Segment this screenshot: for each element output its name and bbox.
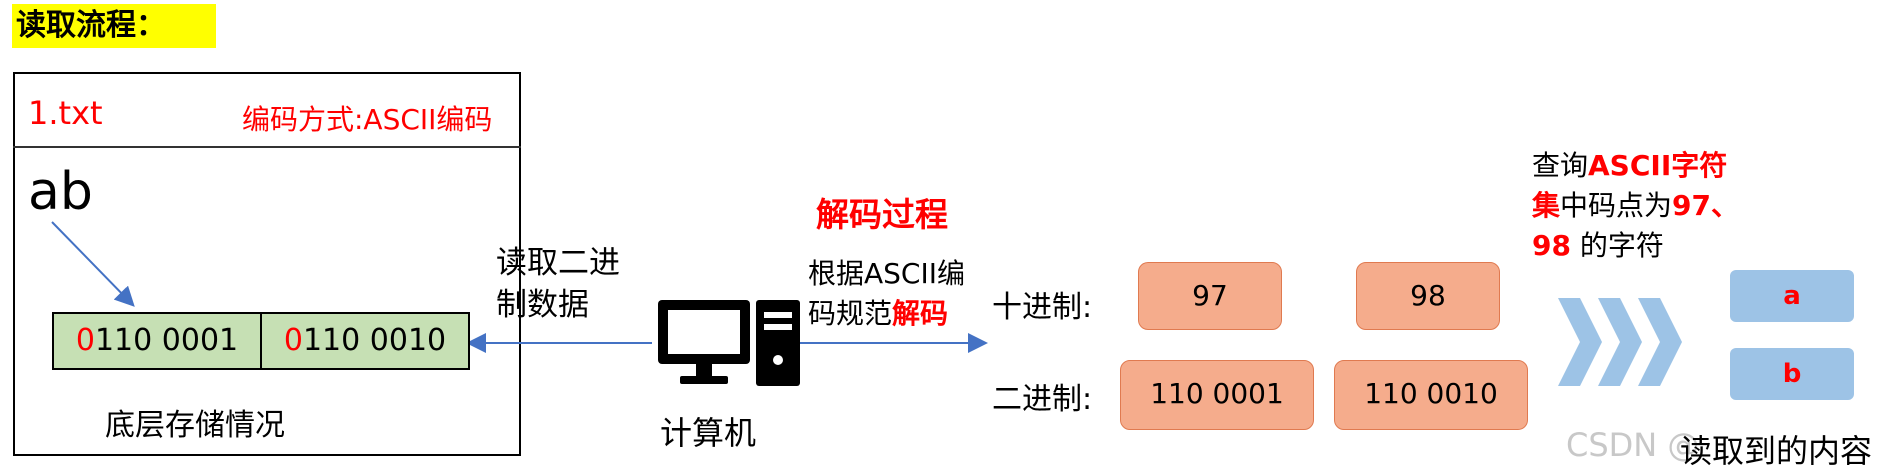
lookup-charset-suffix: 集 [1532, 189, 1561, 222]
lead-bit: 0 [283, 323, 303, 358]
lookup-code-1: 97、 [1672, 189, 1739, 222]
storage-caption: 底层存储情况 [105, 408, 285, 443]
file-panel [13, 72, 521, 456]
computer-label: 计算机 [660, 414, 757, 452]
file-content: ab [28, 162, 93, 222]
result-caption: 读取到的内容 [1680, 432, 1873, 470]
file-panel-divider [13, 146, 521, 148]
lead-bit: 0 [75, 323, 95, 358]
result-box: a [1730, 270, 1854, 322]
lookup-part: 中码点为 [1560, 189, 1673, 222]
computer-icon [658, 300, 800, 386]
page-title: 读取流程： [12, 4, 216, 48]
decode-rule: 根据ASCII编 码规范解码 [808, 254, 1008, 334]
pointer-arrow [51, 221, 135, 307]
storage-cell-2: 0110 0010 [260, 312, 470, 370]
decode-rule-plain: 码规范 [808, 297, 893, 330]
lookup-code-2: 98 [1532, 229, 1571, 262]
watermark: CSDN @ [1566, 426, 1700, 464]
binary-label: 二进制: [992, 382, 1093, 417]
decode-rule-line2: 码规范解码 [808, 294, 1008, 334]
result-box: b [1730, 348, 1854, 400]
encoding-label: 编码方式:ASCII编码 [242, 103, 493, 136]
binary-box: 110 0010 [1334, 360, 1528, 430]
read-binary-line2: 制数据 [496, 287, 589, 323]
decode-rule-emphasis: 解码 [892, 297, 949, 330]
storage-cell-1: 0110 0001 [52, 312, 262, 370]
lookup-part: 查询 [1532, 149, 1589, 182]
chevrons-icon [1558, 298, 1682, 386]
bits: 110 0010 [302, 323, 447, 358]
decode-rule-line1: 根据ASCII编 [808, 257, 965, 290]
binary-box: 110 0001 [1120, 360, 1314, 430]
file-name: 1.txt [28, 94, 103, 132]
lookup-charset: ASCII字符 [1588, 149, 1728, 182]
read-binary-label: 读取二进 制数据 [496, 242, 656, 326]
lookup-part: 的字符 [1570, 229, 1664, 262]
decimal-box: 98 [1356, 262, 1500, 330]
decode-title: 解码过程 [816, 195, 948, 234]
read-binary-line1: 读取二进 [496, 245, 620, 281]
decimal-label: 十进制: [992, 290, 1093, 325]
bits: 110 0001 [94, 323, 239, 358]
decimal-box: 97 [1138, 262, 1282, 330]
lookup-text: 查询ASCII字符 集中码点为97、 98 的字符 [1532, 146, 1782, 266]
